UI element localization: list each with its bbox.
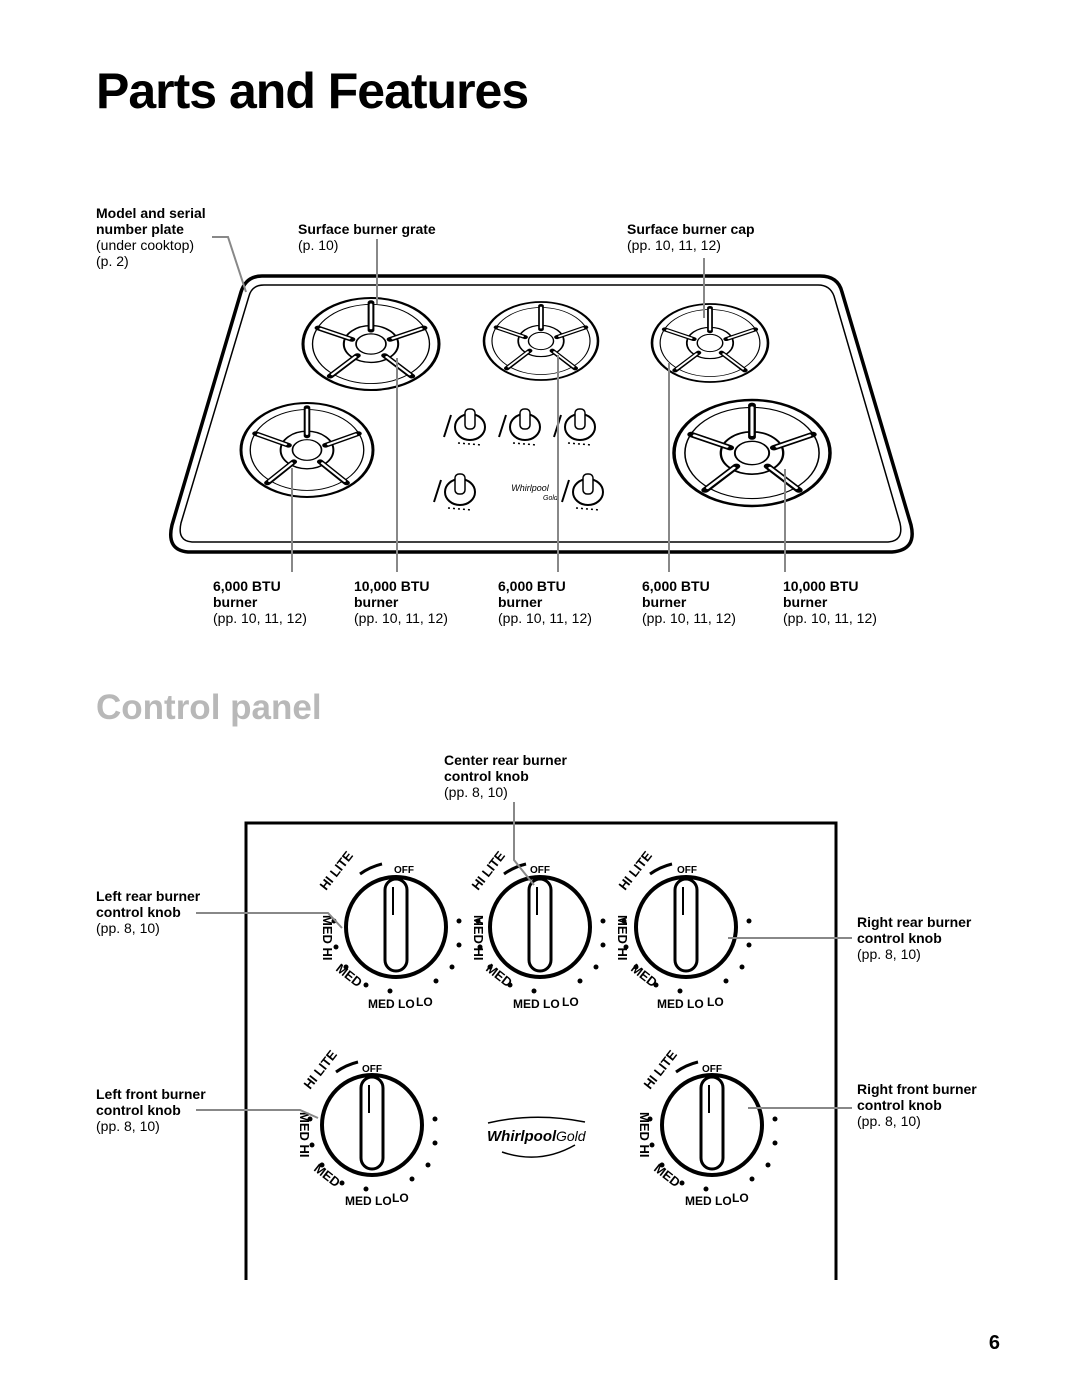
svg-text:MED LO: MED LO bbox=[657, 997, 704, 1011]
section-title-control-panel: Control panel bbox=[96, 688, 322, 727]
svg-text:MED LO: MED LO bbox=[368, 997, 415, 1011]
svg-text:OFF: OFF bbox=[394, 865, 414, 876]
svg-text:LO: LO bbox=[562, 995, 579, 1009]
label-right-front-knob: Right front burner control knob (pp. 8, … bbox=[857, 1081, 977, 1129]
svg-text:HI LITE: HI LITE bbox=[469, 848, 509, 893]
svg-text:OFF: OFF bbox=[677, 865, 697, 876]
svg-text:LO: LO bbox=[416, 995, 433, 1009]
svg-text:Whirlpool: Whirlpool bbox=[487, 1128, 557, 1145]
label-right-rear-knob: Right rear burner control knob (pp. 8, 1… bbox=[857, 914, 972, 962]
knob-right-front: OFF HI LITE MED HI MED MED LO LO bbox=[637, 1047, 780, 1208]
knob-left-rear: OFF HI LITE MED HI MED MED LO LO bbox=[317, 848, 464, 1011]
svg-text:MED: MED bbox=[311, 1161, 343, 1191]
burner-label-left-front: 6,000 BTU burner (pp. 10, 11, 12) bbox=[213, 578, 307, 626]
burner-label-left-rear: 10,000 BTU burner (pp. 10, 11, 12) bbox=[354, 578, 448, 626]
svg-text:HI LITE: HI LITE bbox=[616, 848, 656, 893]
knob-center-rear: OFF HI LITE MED HI MED MED LO LO bbox=[469, 848, 608, 1011]
brand-logo: Whirlpool Gold bbox=[487, 1116, 587, 1158]
cooktop-diagram: Whirlpool Gold bbox=[169, 236, 914, 572]
svg-text:MED HI: MED HI bbox=[297, 1112, 312, 1158]
svg-text:MED: MED bbox=[651, 1161, 683, 1191]
knob-right-rear: OFF HI LITE MED HI MED MED LO LO bbox=[615, 848, 754, 1011]
svg-text:Gold: Gold bbox=[543, 495, 559, 502]
svg-text:OFF: OFF bbox=[702, 1064, 722, 1075]
svg-text:MED HI: MED HI bbox=[615, 915, 630, 961]
svg-text:LO: LO bbox=[707, 995, 724, 1009]
label-left-front-knob: Left front burner control knob (pp. 8, 1… bbox=[96, 1086, 206, 1134]
svg-text:MED HI: MED HI bbox=[637, 1112, 652, 1158]
svg-text:MED HI: MED HI bbox=[320, 915, 335, 961]
svg-text:LO: LO bbox=[392, 1191, 409, 1205]
burner-label-right-front: 10,000 BTU burner (pp. 10, 11, 12) bbox=[783, 578, 877, 626]
svg-text:HI LITE: HI LITE bbox=[301, 1047, 341, 1092]
svg-text:LO: LO bbox=[732, 1191, 749, 1205]
knob-left-front: OFF HI LITE MED HI MED MED LO LO bbox=[297, 1047, 440, 1208]
svg-text:OFF: OFF bbox=[530, 865, 550, 876]
label-model-plate: Model and serial number plate (under coo… bbox=[96, 205, 206, 269]
svg-text:Whirlpool: Whirlpool bbox=[511, 483, 550, 493]
svg-text:MED LO: MED LO bbox=[513, 997, 560, 1011]
svg-text:Gold: Gold bbox=[556, 1128, 587, 1144]
svg-text:MED LO: MED LO bbox=[345, 1194, 392, 1208]
svg-text:HI LITE: HI LITE bbox=[641, 1047, 681, 1092]
burner-label-right-rear: 6,000 BTU burner (pp. 10, 11, 12) bbox=[642, 578, 736, 626]
control-panel-diagram: OFF HI LITE MED HI MED MED LO LO OFF HI … bbox=[196, 802, 852, 1280]
svg-text:HI LITE: HI LITE bbox=[317, 848, 357, 893]
label-burner-grate: Surface burner grate (p. 10) bbox=[298, 221, 436, 253]
page-number: 6 bbox=[988, 1332, 1000, 1354]
svg-text:MED LO: MED LO bbox=[685, 1194, 732, 1208]
label-center-rear-knob: Center rear burner control knob (pp. 8, … bbox=[444, 752, 567, 800]
mini-brand-logo: Whirlpool Gold bbox=[511, 483, 559, 502]
label-burner-cap: Surface burner cap (pp. 10, 11, 12) bbox=[627, 221, 755, 253]
label-left-rear-knob: Left rear burner control knob (pp. 8, 10… bbox=[96, 888, 201, 936]
svg-text:MED: MED bbox=[333, 961, 365, 991]
page-title: Parts and Features bbox=[96, 63, 529, 119]
svg-text:MED HI: MED HI bbox=[471, 915, 486, 961]
burner-label-center-rear: 6,000 BTU burner (pp. 10, 11, 12) bbox=[498, 578, 592, 626]
svg-text:OFF: OFF bbox=[362, 1064, 382, 1075]
